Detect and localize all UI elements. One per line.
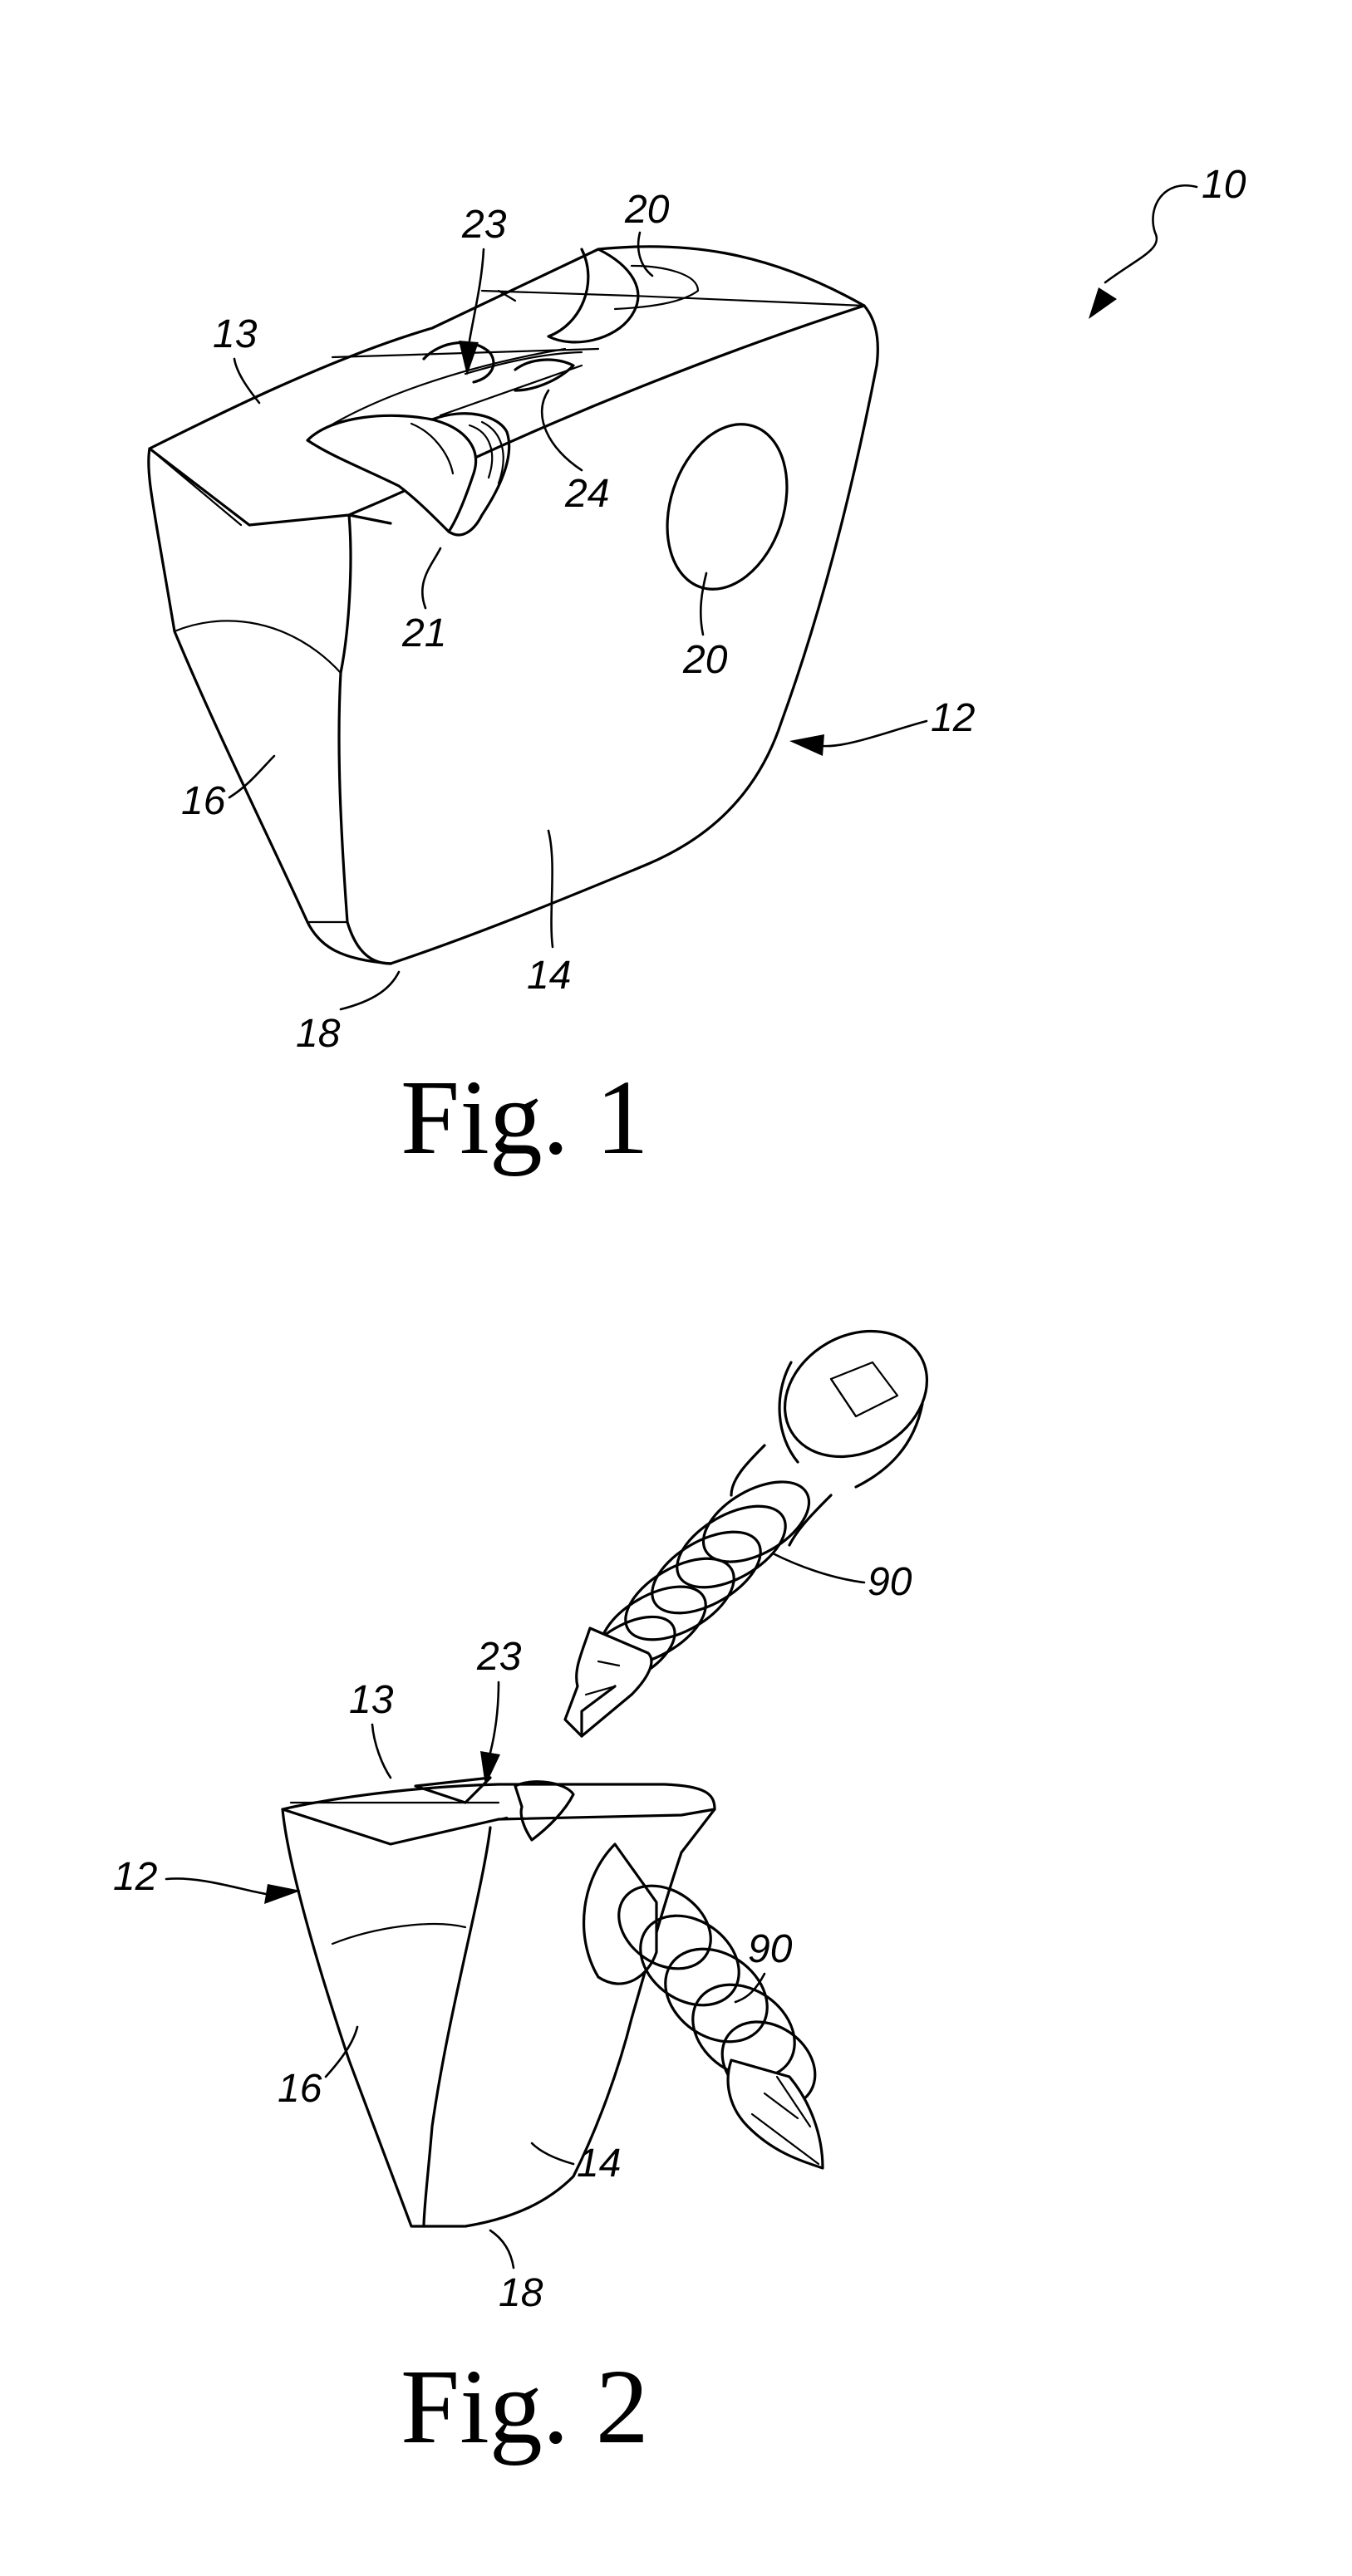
ref-16-label: 16 bbox=[181, 779, 226, 823]
fig1-ref-16: 16 bbox=[181, 756, 274, 823]
ref-14-label: 14 bbox=[577, 2142, 621, 2186]
fig2-ref-90-upper: 90 bbox=[773, 1553, 912, 1604]
fig1-ref-13: 13 bbox=[213, 312, 259, 403]
ref-18-label: 18 bbox=[499, 2271, 543, 2315]
wedge-implant-fig2 bbox=[283, 1778, 715, 2226]
fig1-ref-23: 23 bbox=[459, 203, 507, 375]
ref-23-label: 23 bbox=[476, 1635, 522, 1679]
bone-screw-lower bbox=[584, 1844, 832, 2168]
figure-1: 10 12 13 14 16 18 20 bbox=[149, 163, 1246, 1176]
fig1-ref-20-top: 20 bbox=[624, 188, 670, 276]
fig1-ref-24: 24 bbox=[542, 390, 609, 516]
ref-12-label: 12 bbox=[113, 1855, 157, 1899]
ref-24-label: 24 bbox=[564, 472, 609, 516]
ref-10-label: 10 bbox=[1202, 163, 1246, 207]
ref-12-label: 12 bbox=[931, 696, 975, 740]
fig2-ref-13: 13 bbox=[349, 1678, 394, 1778]
ref-14-label: 14 bbox=[527, 954, 571, 998]
figure-2: 12 13 14 16 18 23 90 bbox=[113, 1306, 950, 2466]
ref-23-label: 23 bbox=[461, 203, 507, 247]
ref-18-label: 18 bbox=[296, 1012, 341, 1056]
fig1-ref-21: 21 bbox=[401, 548, 446, 655]
ref-90-upper-label: 90 bbox=[868, 1560, 912, 1604]
figure-2-caption: Fig. 2 bbox=[401, 2348, 649, 2466]
figure-1-caption: Fig. 1 bbox=[401, 1058, 649, 1176]
fig2-ref-12: 12 bbox=[113, 1855, 301, 1904]
ref-16-label: 16 bbox=[278, 2067, 322, 2111]
fig2-ref-18: 18 bbox=[490, 2230, 543, 2315]
ref-13-label: 13 bbox=[213, 312, 258, 356]
ref-13-label: 13 bbox=[349, 1678, 394, 1722]
bone-screw-upper bbox=[565, 1306, 950, 1736]
fig1-ref-18: 18 bbox=[296, 972, 399, 1056]
fig2-ref-14: 14 bbox=[532, 2142, 621, 2186]
fig1-ref-14: 14 bbox=[527, 831, 571, 998]
fig2-ref-23: 23 bbox=[476, 1635, 522, 1786]
ref-20-hole-label: 20 bbox=[682, 638, 728, 682]
ref-90-lower-label: 90 bbox=[748, 1927, 793, 1971]
ref-20-top-label: 20 bbox=[624, 188, 670, 232]
fig1-ref-10: 10 bbox=[1089, 163, 1246, 319]
ref-21-label: 21 bbox=[401, 611, 446, 655]
wedge-implant-fig1 bbox=[149, 247, 878, 964]
fig1-ref-12: 12 bbox=[789, 696, 975, 756]
fig2-ref-16: 16 bbox=[278, 2027, 357, 2111]
